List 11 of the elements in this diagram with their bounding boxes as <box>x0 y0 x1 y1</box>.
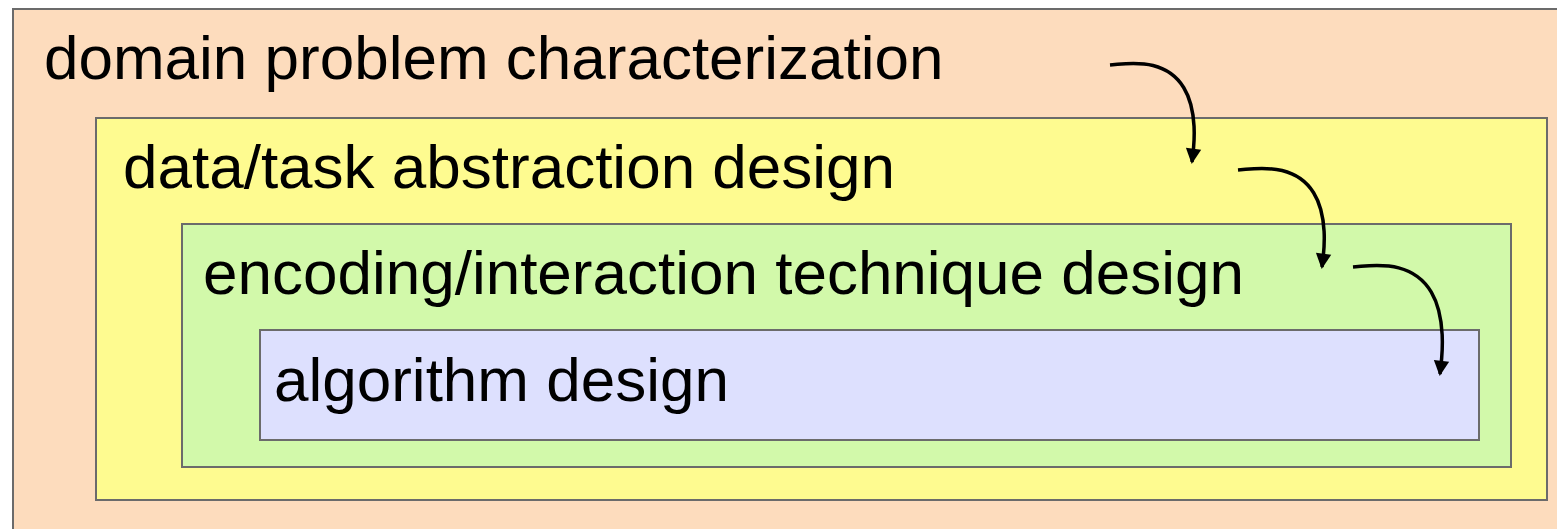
layer-box <box>181 223 1512 468</box>
curved-arrow <box>1237 166 1332 270</box>
curved-arrow <box>1109 61 1202 165</box>
layer-label: data/task abstraction design <box>123 133 896 201</box>
layer-box <box>12 8 1557 529</box>
layer-label: encoding/interaction technique design <box>203 239 1244 307</box>
layer-box <box>259 329 1480 441</box>
layer-box <box>95 117 1548 501</box>
layer-label: algorithm design <box>274 346 729 414</box>
curved-arrow <box>1352 263 1450 377</box>
layer-label: domain problem characterization <box>44 24 944 92</box>
